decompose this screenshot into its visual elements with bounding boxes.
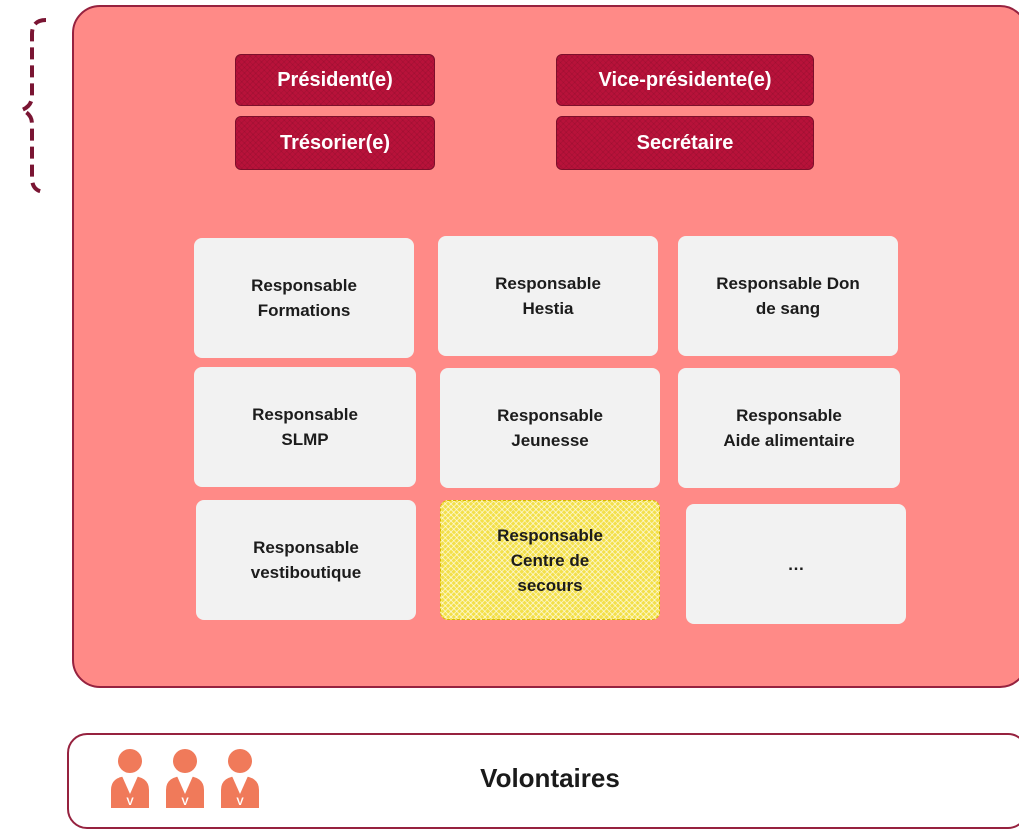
card-line: Responsable — [253, 538, 359, 557]
card-line: Responsable — [736, 406, 842, 425]
volunteer-badge-letter: V — [126, 796, 134, 808]
card-line: SLMP — [281, 430, 329, 449]
card-line: Jeunesse — [511, 431, 589, 450]
card-line: Hestia — [522, 299, 574, 318]
card-line: Centre de — [510, 550, 590, 570]
volunteer-person-icon: V — [166, 749, 204, 808]
card-line: Responsable — [497, 406, 603, 425]
card-line: Responsable — [252, 405, 358, 424]
card-line: Responsable — [497, 525, 603, 545]
volunteer-badge-letter: V — [181, 796, 189, 808]
role-president: Président(e) — [235, 54, 435, 106]
volunteers-label: Volontaires — [480, 763, 620, 793]
card-line: Formations — [257, 301, 351, 320]
role-secretary: Secrétaire — [556, 116, 814, 170]
card-line: Aide alimentaire — [723, 431, 855, 450]
volunteer-person-icon: V — [111, 749, 149, 808]
responsable-don-de-sang: Responsable Don de sang — [678, 236, 898, 356]
responsable-more: … — [686, 504, 906, 624]
card-line: secours — [517, 575, 583, 595]
card-line: Responsable Don — [716, 274, 860, 293]
bureau-brace — [16, 18, 47, 194]
responsable-vestiboutique: Responsable vestiboutique — [196, 500, 416, 620]
volunteer-person-icon: V — [221, 749, 259, 808]
volunteer-badge-letter: V — [236, 796, 244, 808]
card-line: Responsable — [495, 274, 601, 293]
card-line: Responsable — [251, 276, 357, 295]
card-line: … — [787, 554, 805, 574]
role-treasurer: Trésorier(e) — [235, 116, 435, 170]
card-line: vestiboutique — [250, 563, 362, 582]
role-vice-president: Vice-présidente(e) — [556, 54, 814, 106]
card-line: de sang — [755, 299, 821, 318]
